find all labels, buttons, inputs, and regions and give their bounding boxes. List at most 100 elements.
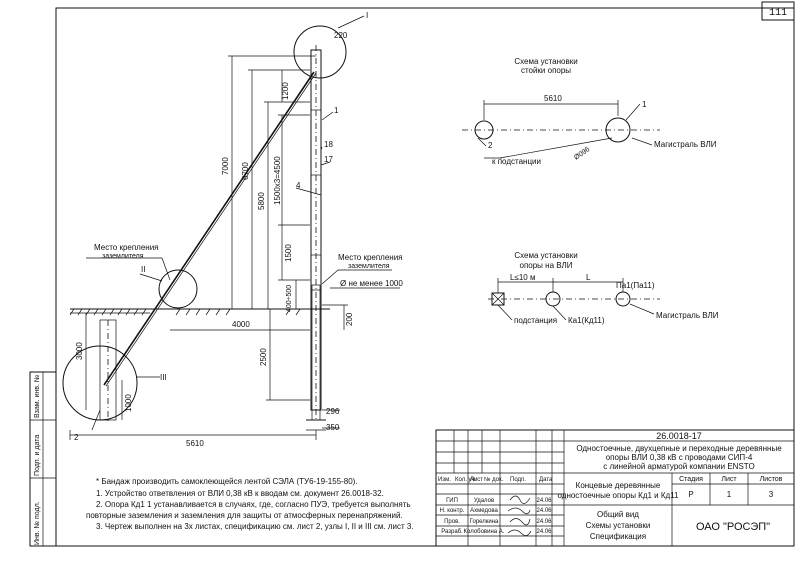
dim-200: 200: [345, 312, 354, 326]
detail-circle-II: [158, 269, 198, 309]
col-podp: Подп.: [510, 477, 526, 483]
scheme-pole-label-main: Магистраль ВЛИ: [654, 140, 717, 149]
signature-4: [507, 529, 532, 536]
col-date: Дата: [539, 477, 553, 483]
note-star: * Бандаж производить самоклеющейся ленто…: [96, 477, 358, 486]
dim-400-500: 400÷500: [286, 285, 293, 312]
scheme-line-label-sub: подстанция: [514, 316, 557, 325]
label-ground-attach-right-2: заземлителя: [348, 263, 390, 270]
role-razrab: Разраб.: [441, 529, 463, 535]
scheme-pole-installation: Схема установки стойки опоры 5610 Ø096 2…: [462, 57, 717, 166]
note-2-cont: повторные заземления и заземления для за…: [86, 511, 403, 520]
scheme-line-dim-right: L: [586, 273, 591, 282]
dim-1200: 1200: [281, 82, 290, 100]
view-3: Спецификация: [590, 532, 646, 541]
stamp-sign-date: Подп. и дата: [34, 435, 41, 476]
callout-III: III: [160, 373, 167, 382]
note-1: 1. Устройство ответвления от ВЛИ 0,38 кВ…: [96, 489, 384, 498]
doc-code: 26.0018-17: [656, 431, 702, 441]
notes: * Бандаж производить самоклеющейся ленто…: [86, 477, 414, 531]
dim-2500: 2500: [259, 348, 268, 366]
dim-4000: 4000: [232, 320, 250, 329]
scheme-line-dim-left: L≤10 м: [510, 273, 535, 282]
date-2: 24.06: [536, 508, 552, 514]
scheme-line-label-pa: Па1(Па11): [616, 281, 655, 290]
callout-1: 1: [334, 106, 339, 115]
col-koluch: Кол. уч.: [455, 477, 477, 483]
note-2: 2. Опора Кд1 1 устанавливается в случаях…: [96, 500, 411, 509]
brace: [103, 71, 315, 386]
name-4: Колобовина А.: [464, 529, 505, 535]
scheme-pole-num-1: 1: [642, 100, 647, 109]
dim-350: 350: [326, 423, 340, 432]
dim-5610: 5610: [186, 439, 204, 448]
scheme-pole-title-1: Схема установки: [514, 57, 577, 66]
detail-circle-III: [62, 345, 138, 421]
title-line-1: Одностоечные, двухцепные и переходные де…: [576, 444, 782, 453]
scheme-line-label-ka: Ка1(Кд11): [568, 316, 605, 325]
list-val: 1: [727, 490, 732, 499]
view-2: Схемы установки: [586, 521, 651, 530]
note-3: 3. Чертеж выполнен на 3х листах, специфи…: [96, 522, 414, 531]
callout-17: 17: [324, 155, 333, 164]
detail-circle-I: [293, 25, 347, 79]
role-nkontr: Н. контр.: [440, 508, 465, 514]
scheme-line-installation: Схема установки опоры на ВЛИ L≤10 м L Па…: [488, 251, 719, 325]
side-stamp: Инв. № подл. Подп. и дата Взам. инв. №: [29, 371, 57, 547]
dim-7000: 7000: [221, 157, 230, 175]
list-hdr: Лист: [721, 476, 737, 483]
scheme-pole-circle-left: [474, 120, 494, 140]
dim-1000: 1000: [124, 394, 133, 412]
scheme-pole-dim: 5610: [544, 94, 562, 103]
dim-1500: 1500: [284, 244, 293, 262]
scheme-line-title-2: опоры на ВЛИ: [520, 261, 573, 270]
role-gip: ГИП: [446, 498, 458, 504]
sheet-title-2: одностоечные опоры Кд1 и Кд11: [558, 491, 680, 500]
scheme-pole-label-sub: к подстанции: [492, 157, 541, 166]
scheme-pole-title-2: стойки опоры: [521, 66, 571, 75]
lists-hdr: Листов: [760, 476, 783, 483]
title-block: 26.0018-17 Одностоечные, двухцепные и пе…: [435, 429, 795, 547]
title-line-3: с линейной арматурой компании ENSTO: [603, 462, 755, 471]
label-diameter: Ø не менее 1000: [340, 279, 403, 288]
pole-drawing: I 1 18 17 4 II III 2: [62, 11, 403, 448]
col-list: Лист: [470, 477, 483, 483]
stamp-inv-dup: Взам. инв. №: [34, 375, 41, 418]
stage-hdr: Стадия: [679, 476, 703, 483]
title-line-2: опоры ВЛИ 0,38 кВ с проводами СИП-4: [606, 453, 753, 462]
label-ground-attach-left-2: заземлителя: [102, 253, 144, 260]
callout-18: 18: [324, 140, 333, 149]
lists-val: 3: [769, 490, 774, 499]
org-name: ОАО "РОСЭП": [696, 521, 770, 533]
signature-2: [507, 507, 531, 515]
col-ndok: № док.: [484, 476, 504, 483]
signature-3: [509, 518, 531, 526]
dim-296: 296: [326, 407, 340, 416]
label-ground-attach-right-1: Место крепления: [338, 253, 403, 262]
dim-1500x3: 1500x3=4500: [273, 156, 282, 205]
date-3: 24.06: [536, 519, 552, 525]
scheme-line-title-1: Схема установки: [514, 251, 577, 260]
name-3: Горелкина: [470, 519, 499, 525]
dim-220: 220: [334, 31, 348, 40]
date-1: 24.06: [536, 498, 552, 504]
callout-2: 2: [74, 433, 79, 442]
dim-3000: 3000: [75, 342, 84, 360]
label-ground-attach-left-1: Место крепления: [94, 243, 159, 252]
dim-6700: 6700: [241, 162, 250, 180]
role-prov: Пров.: [444, 519, 460, 525]
scheme-pole-num-2: 2: [488, 141, 493, 150]
page-number: 111: [769, 8, 787, 19]
name-1: Удалов: [474, 498, 494, 504]
sheet-title-1: Концевые деревянные: [576, 481, 661, 490]
scheme-line-label-main: Магистраль ВЛИ: [656, 311, 719, 320]
scheme-pole-circle-right: [605, 117, 631, 143]
scheme-pole-angle: Ø096: [573, 146, 591, 162]
stage-val: Р: [688, 490, 693, 499]
view-1: Общий вид: [597, 510, 639, 519]
signature-1: [509, 495, 531, 504]
dim-5800: 5800: [257, 192, 266, 210]
date-4: 24.06: [536, 529, 552, 535]
